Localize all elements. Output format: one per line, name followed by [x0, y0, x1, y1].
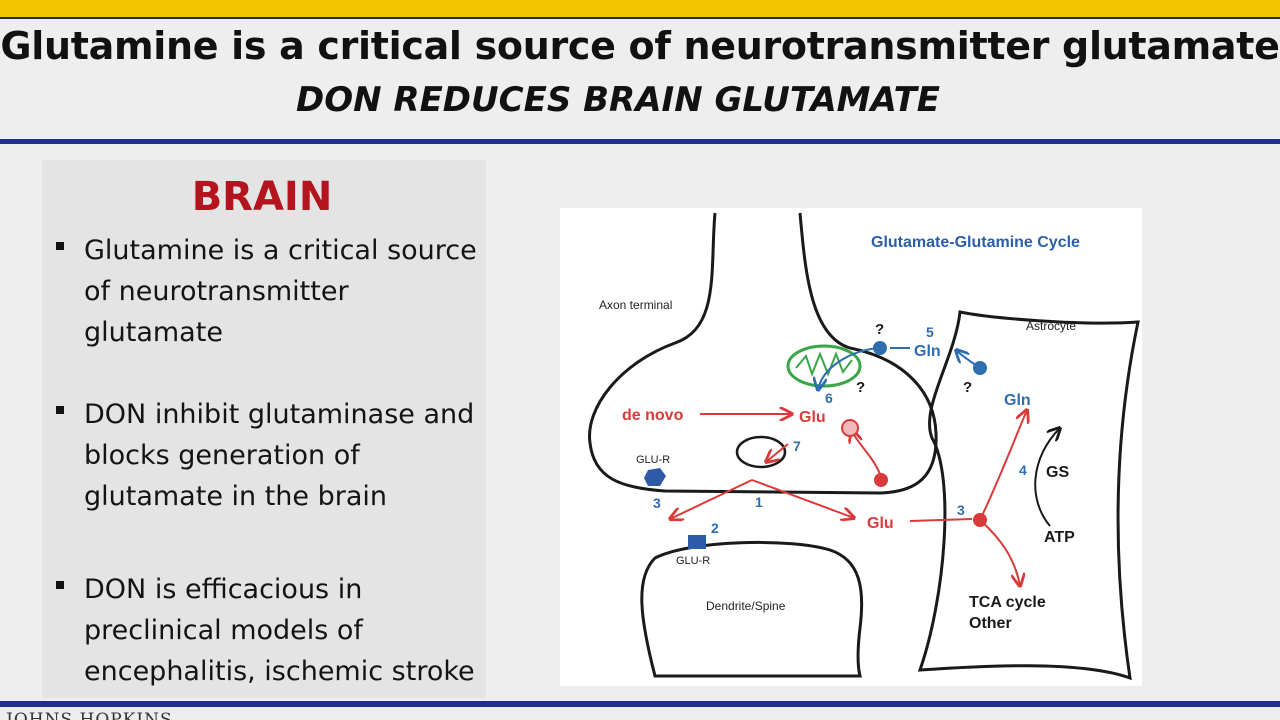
square-bullet-icon: [56, 242, 64, 250]
synaptic-vesicle: [735, 435, 787, 469]
transporter-dot-gln-astrocyte: [973, 361, 987, 375]
astrocyte-membrane: [917, 310, 1140, 681]
bullet-panel: BRAIN Glutamine is a critical source of …: [42, 160, 486, 698]
gs-arrow: [1034, 428, 1060, 527]
transporter-dot-presynaptic: [874, 473, 888, 487]
glutamate-glutamine-cycle-diagram: Glutamate-Glutamine Cycle Axon terminal …: [560, 208, 1142, 686]
bullet-text: DON is efficacious in preclinical models…: [84, 574, 475, 687]
question-mark-2: ?: [856, 379, 865, 396]
bullet-text: Glutamine is a critical source of neurot…: [84, 235, 477, 348]
mitochondrion-icon: [786, 344, 862, 388]
label-glu-r-post: GLU-R: [676, 555, 710, 567]
title-divider: [0, 139, 1280, 144]
label-dendrite: Dendrite/Spine: [706, 599, 786, 613]
label-gln-astrocyte: Gln: [1004, 392, 1031, 409]
diagram-title: Glutamate-Glutamine Cycle: [871, 234, 1080, 251]
step-number-4: 4: [1019, 462, 1027, 478]
square-bullet-icon: [56, 581, 64, 589]
step-number-3-right: 3: [957, 502, 965, 518]
label-gln-transfer: Gln: [914, 343, 941, 360]
step-number-6: 6: [825, 390, 833, 406]
footer-divider: [0, 701, 1280, 707]
dendrite-membrane: [640, 540, 864, 678]
label-other: Other: [969, 615, 1012, 632]
question-mark-1: ?: [875, 321, 884, 338]
label-atp: ATP: [1044, 529, 1075, 546]
bullet-item: Glutamine is a critical source of neurot…: [50, 230, 480, 353]
step-number-3-left: 3: [653, 495, 661, 511]
section-heading: BRAIN: [191, 174, 333, 220]
bullet-item: DON inhibit glutaminase and blocks gener…: [50, 394, 480, 517]
step-number-5: 5: [926, 324, 934, 340]
label-glu-presynaptic: Glu: [799, 409, 826, 426]
step-number-7: 7: [793, 438, 801, 454]
square-bullet-icon: [56, 406, 64, 414]
label-gs: GS: [1046, 464, 1069, 481]
footer-logo: JOHNS HOPKINS: [6, 710, 173, 720]
label-glu-r-pre: GLU-R: [636, 454, 670, 466]
step-number-1: 1: [755, 494, 763, 510]
transporter-dot-astrocyte-glu: [973, 513, 987, 527]
label-astrocyte: Astrocyte: [1026, 319, 1076, 333]
label-axon-terminal: Axon terminal: [599, 298, 672, 312]
label-tca-cycle: TCA cycle: [969, 594, 1046, 611]
glutamate-pathway: [670, 410, 1027, 586]
top-accent-bar: [0, 0, 1280, 19]
slide-subtitle: DON REDUCES BRAIN GLUTAMATE: [295, 80, 940, 120]
label-glu-cleft: Glu: [867, 515, 894, 532]
bullet-text: DON inhibit glutaminase and blocks gener…: [84, 399, 475, 512]
transporter-dot-gln-presynaptic: [873, 341, 887, 355]
axon-terminal-membrane: [588, 212, 938, 495]
label-de-novo: de novo: [622, 407, 684, 424]
step-number-2: 2: [711, 520, 719, 536]
highlight-dot: [841, 419, 859, 437]
bullet-item: DON is efficacious in preclinical models…: [50, 569, 480, 692]
slide-title: Glutamine is a critical source of neurot…: [0, 24, 1280, 68]
glu-receptor-post-icon: [688, 535, 706, 549]
question-mark-3: ?: [963, 379, 972, 396]
glu-receptor-pre-icon: [644, 468, 666, 486]
